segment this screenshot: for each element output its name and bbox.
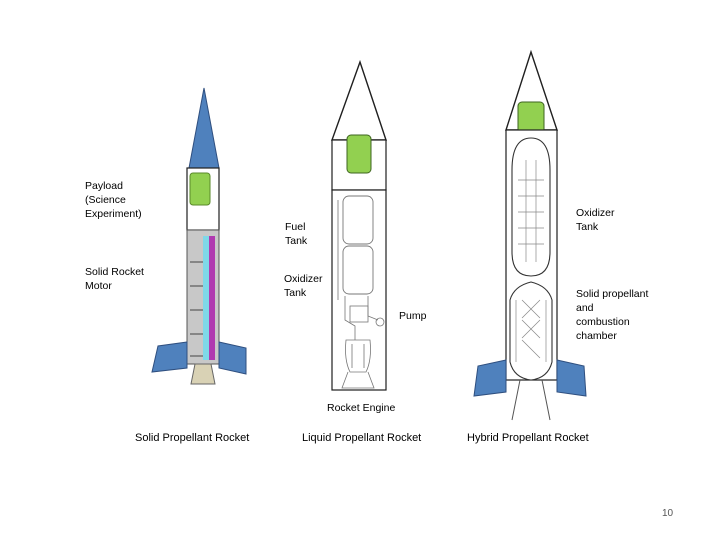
solid-rocket-propellant-magenta (209, 236, 215, 360)
hybrid-rocket-grain-hatching (515, 299, 547, 362)
fuel-tank-label: Fuel Tank (285, 221, 308, 247)
hybrid-rocket-caption: Hybrid Propellant Rocket (467, 432, 589, 444)
page-number: 10 (662, 508, 674, 519)
liquid-rocket-nose-cone (331, 59, 387, 141)
oxidizer-tank-hybrid-label: Oxidizer Tank (576, 207, 615, 233)
liquid-rocket-oxidizer-tank (342, 245, 374, 295)
hybrid-rocket-oxidizer-tank (511, 137, 551, 277)
solid-rocket-left-fin (151, 341, 188, 373)
solid-propellant-chamber-label: Solid propellant and combustion chamber (576, 288, 649, 342)
solid-rocket-nozzle (190, 363, 216, 385)
solid-rocket (151, 87, 247, 385)
solid-rocket-caption: Solid Propellant Rocket (135, 432, 250, 444)
solid-rocket-payload (189, 172, 211, 206)
hybrid-rocket-nozzle (511, 379, 551, 421)
liquid-rocket-fuel-tank (342, 195, 374, 245)
solid-rocket-propellant-cyan (203, 236, 209, 360)
liquid-rocket-payload (346, 134, 372, 174)
hybrid-rocket-oxidizer-hatching (518, 160, 544, 262)
hybrid-rocket (473, 49, 587, 421)
hybrid-rocket-right-fin (556, 359, 587, 397)
solid-rocket-segment-lines (190, 261, 203, 357)
solid-rocket-right-fin (218, 341, 247, 375)
liquid-rocket-body (331, 189, 387, 391)
payload-label: Payload (Science Experiment) (85, 180, 142, 220)
pump-label: Pump (399, 310, 427, 322)
oxidizer-tank-liquid-label: Oxidizer Tank (284, 273, 323, 299)
solid-rocket-nose-cone (188, 87, 220, 169)
liquid-rocket-plumbing (337, 200, 385, 389)
liquid-rocket-caption: Liquid Propellant Rocket (302, 432, 422, 444)
hybrid-rocket-left-fin (473, 359, 507, 397)
solid-rocket-motor-label: Solid Rocket Motor (85, 266, 144, 292)
rocket-engine-label: Rocket Engine (327, 402, 396, 414)
hybrid-rocket-combustion-chamber (509, 281, 553, 381)
liquid-rocket (331, 59, 387, 391)
